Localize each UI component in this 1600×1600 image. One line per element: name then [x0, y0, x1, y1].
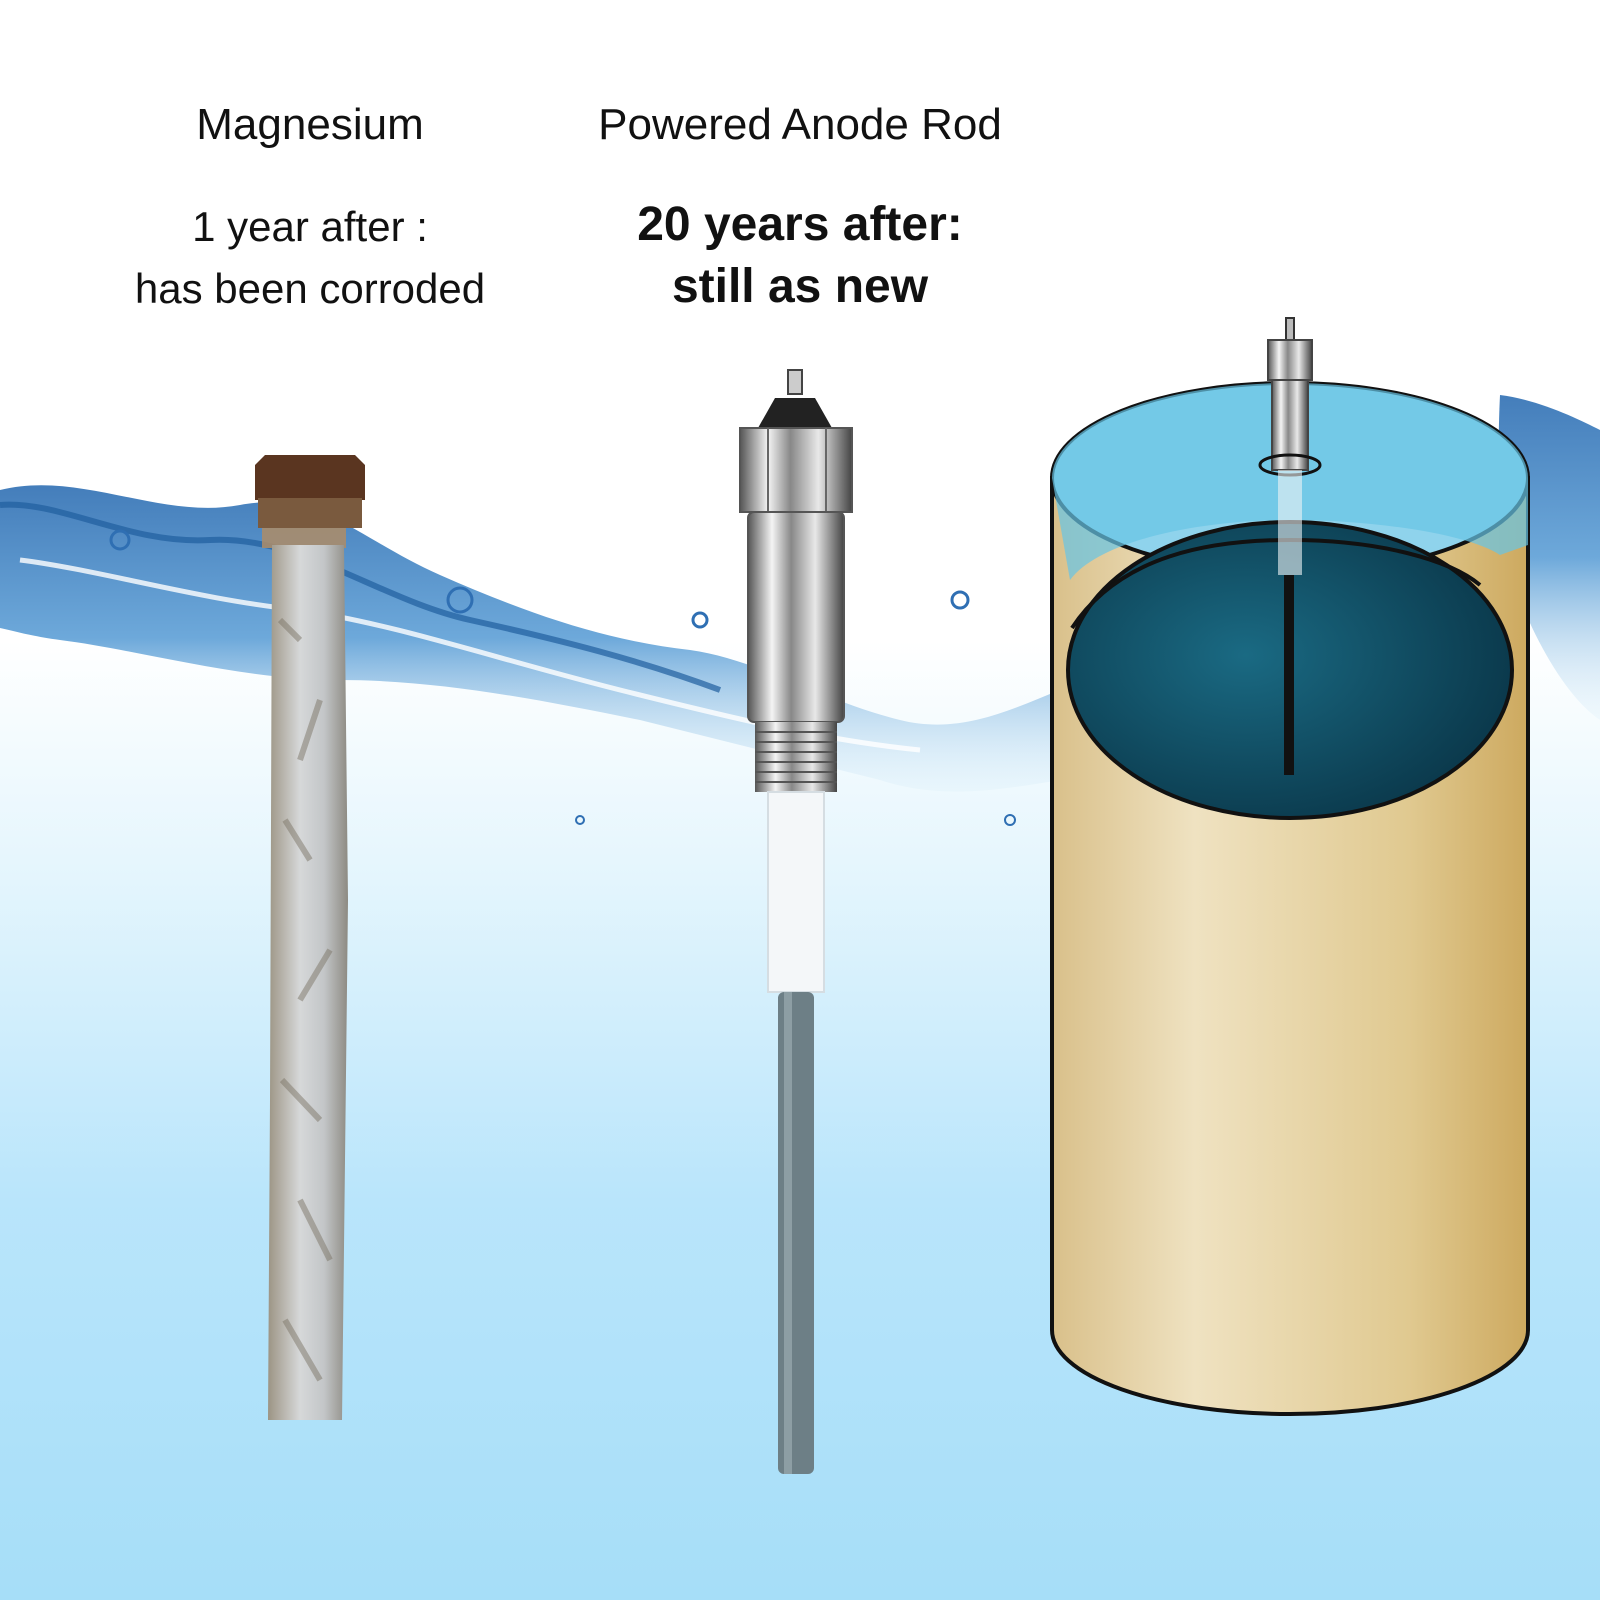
water-heater-tank-icon	[1050, 317, 1530, 1416]
powered-anode-rod-icon	[739, 369, 853, 1474]
powered-anode-caption: 20 years after: still as new	[570, 194, 1030, 318]
powered-anode-caption-line2: still as new	[671, 260, 929, 313]
magnesium-anode-rod-icon	[255, 455, 365, 1420]
magnesium-caption: 1 year after : has been corroded	[80, 196, 540, 320]
magnesium-heading: Magnesium	[196, 100, 424, 149]
powered-anode-caption-line1: 20 years after:	[637, 198, 963, 251]
magnesium-caption-line1: 1 year after :	[192, 203, 428, 250]
powered-anode-rod-heading: Powered Anode Rod	[598, 100, 1002, 149]
magnesium-caption-line2: has been corroded	[134, 265, 486, 312]
